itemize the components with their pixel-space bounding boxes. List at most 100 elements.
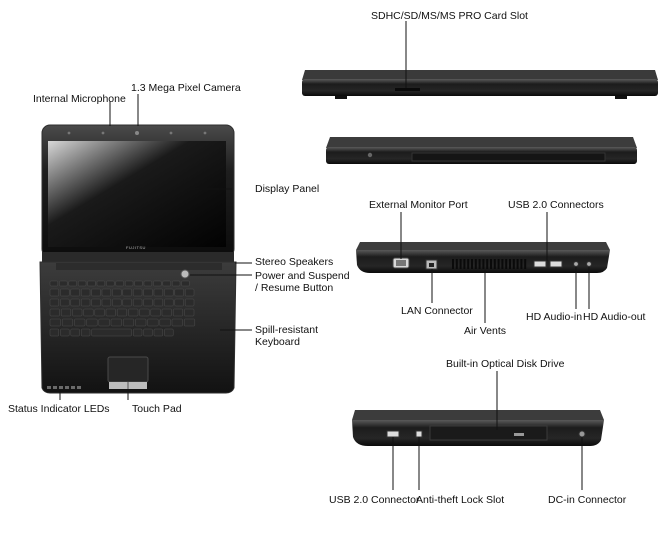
vent-slot <box>455 259 458 269</box>
keyboard-key <box>74 318 86 327</box>
keyboard-key <box>49 308 60 317</box>
keyboard-key <box>143 288 153 297</box>
keyboard-key <box>86 318 98 327</box>
label-optical-drive: Built-in Optical Disk Drive <box>446 358 565 370</box>
usb-port-icon <box>386 430 400 438</box>
label-lan-connector: LAN Connector <box>401 305 473 317</box>
status-led-icons <box>47 386 81 389</box>
vent-slot <box>474 259 477 269</box>
laptop-edge-view-front <box>302 70 658 99</box>
keyboard-key <box>59 280 68 287</box>
keyboard-key <box>70 288 80 297</box>
keyboard-key <box>91 288 101 297</box>
keyboard-key <box>171 318 183 327</box>
keyboard-key <box>147 318 159 327</box>
keyboard-key <box>70 298 80 307</box>
keyboard-key <box>184 298 195 307</box>
keyboard-key <box>164 298 174 307</box>
laptop-side-view-right <box>352 410 604 446</box>
keyboard <box>49 280 196 337</box>
keyboard-key <box>122 318 135 327</box>
keyboard-key <box>80 288 91 297</box>
label-external-monitor: External Monitor Port <box>369 199 468 211</box>
vent-slot <box>463 259 466 269</box>
keyboard-key <box>181 280 190 287</box>
keyboard-key <box>61 318 74 327</box>
keyboard-key <box>49 328 60 337</box>
label-usb-connector: USB 2.0 Connector <box>329 494 420 506</box>
vent-slot <box>452 259 454 269</box>
laptop-side-view-left <box>356 242 610 273</box>
touch-pad[interactable] <box>107 356 149 383</box>
keyboard-key <box>153 288 164 297</box>
keyboard-key <box>60 298 70 307</box>
label-spill-keyboard-line2: Keyboard <box>255 336 300 348</box>
keyboard-key <box>143 280 153 287</box>
label-display-panel: Display Panel <box>255 183 320 195</box>
keyboard-key <box>122 288 132 297</box>
brand-logo: FUJITSU <box>126 245 146 250</box>
keyboard-key <box>98 318 110 327</box>
display-screen <box>48 141 226 247</box>
keyboard-key <box>60 328 70 337</box>
label-air-vents: Air Vents <box>464 325 507 337</box>
keyboard-key <box>112 298 122 307</box>
keyboard-key <box>164 328 174 337</box>
keyboard-key <box>162 280 171 287</box>
label-power-button: Power and Suspend / Resume Button <box>255 270 365 294</box>
keyboard-key <box>116 308 128 317</box>
label-hd-audio-out: HD Audio-out <box>583 311 646 323</box>
vent-slot <box>520 259 523 269</box>
leader-lines <box>59 21 590 490</box>
keyboard-key <box>153 328 164 337</box>
keyboard-key <box>139 308 150 317</box>
vent-slot <box>509 259 511 269</box>
keyboard-key <box>134 280 143 287</box>
vent-slot <box>486 259 489 269</box>
vent-slot <box>516 259 519 269</box>
vent-slot <box>512 259 515 269</box>
keyboard-key <box>49 288 60 297</box>
keyboard-key <box>49 280 59 287</box>
laptop-edge-view-rear <box>326 137 637 164</box>
label-internal-microphone: Internal Microphone <box>33 93 126 105</box>
keyboard-key <box>164 288 174 297</box>
power-button[interactable] <box>180 269 190 279</box>
vent-slot <box>482 259 485 269</box>
keyboard-key <box>184 308 195 317</box>
label-camera: 1.3 Mega Pixel Camera <box>131 82 241 94</box>
keyboard-key <box>172 308 184 317</box>
laptop-front-view <box>39 124 237 394</box>
keyboard-key <box>60 308 72 317</box>
keyboard-key <box>49 298 60 307</box>
vent-slot <box>497 259 500 269</box>
audio-in-icon <box>573 261 579 267</box>
vent-slot <box>493 259 496 269</box>
keyboard-key <box>112 288 122 297</box>
label-touch-pad: Touch Pad <box>132 403 182 415</box>
label-lock-slot: Anti-theft Lock Slot <box>416 494 505 506</box>
dc-in-icon <box>578 430 586 438</box>
keyboard-key <box>174 288 184 297</box>
keyboard-key <box>183 318 196 327</box>
label-usb-connectors: USB 2.0 Connectors <box>508 199 604 211</box>
keyboard-key <box>161 308 172 317</box>
label-status-leds: Status Indicator LEDs <box>8 403 110 415</box>
label-power-button-line1: Power and Suspend <box>255 270 350 282</box>
usb-port-icon <box>533 260 547 268</box>
keyboard-key <box>101 298 112 307</box>
keyboard-key <box>143 298 153 307</box>
keyboard-key <box>83 308 94 317</box>
vent-slot <box>524 259 527 269</box>
keyboard-key <box>68 280 77 287</box>
label-power-button-line2: / Resume Button <box>255 282 334 294</box>
keyboard-key <box>77 280 87 287</box>
label-spill-keyboard: Spill-resistant Keyboard <box>255 324 365 348</box>
keyboard-key <box>115 280 124 287</box>
keyboard-key <box>91 328 132 337</box>
microphone-dot <box>67 131 71 135</box>
keyboard-key <box>124 280 134 287</box>
keyboard-key <box>184 288 195 297</box>
